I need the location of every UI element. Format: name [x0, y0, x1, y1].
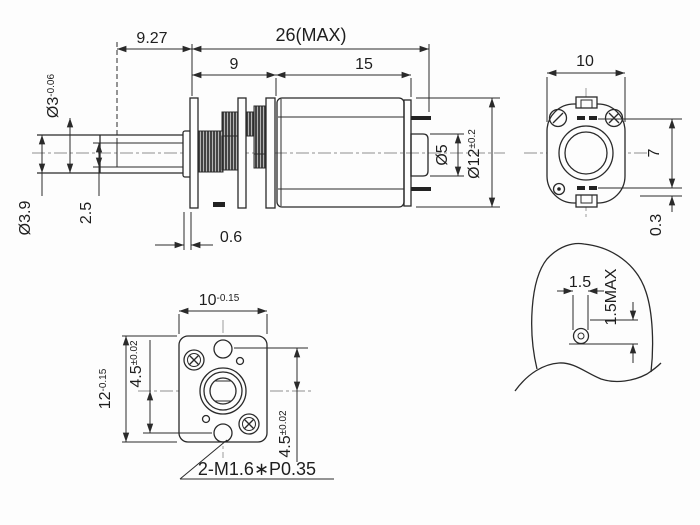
dim-hole-lower-label: 4.5±0.02 [277, 410, 294, 458]
dim-rear-width-label: 10 [576, 53, 594, 70]
dim-pin-width-label: 1.5 [569, 274, 591, 291]
dim-pin-height: 1.5MAX [590, 268, 638, 363]
dim-rear-offset-label: 0.3 [648, 214, 665, 236]
gear-right-tall [253, 105, 267, 155]
thread-note: 2-M1.6∗P0.35 [179, 439, 334, 480]
mount-hole-top [213, 339, 233, 359]
dim-mount-height-label: 12-0.15 [97, 368, 114, 409]
dim-rear-width: 10 [546, 53, 626, 122]
dim-terminal-span: 7 [598, 118, 682, 189]
rear-vent-slot [577, 116, 585, 120]
dim-body-dia: Ø12±0.2 [416, 97, 500, 208]
dim-shaft-length: 9.27 [116, 30, 193, 150]
dim-shaft-flat: 2.5 [78, 142, 103, 224]
detail-pin-hole [572, 327, 590, 345]
detail-break-line [514, 362, 662, 392]
rear-bearing-boss [558, 125, 614, 181]
dim-endcap-dia-label: Ø5 [434, 144, 451, 165]
rear-tab-bottom [575, 194, 598, 208]
thread-note-label: 2-M1.6∗P0.35 [198, 459, 316, 479]
output-shaft [37, 130, 193, 178]
dim-gearbox-length-label: 9 [230, 56, 239, 73]
rear-vent-slot [589, 186, 597, 190]
dim-shaft-length-label: 9.27 [136, 30, 167, 47]
rear-vent-slot [577, 186, 585, 190]
dim-shaft-dia-label: Ø3-0.06 [45, 73, 62, 118]
dim-mount-width: 10-0.15 [178, 292, 268, 334]
dim-pin-width: 1.5 [557, 274, 604, 330]
dim-shaft-flat-label: 2.5 [78, 202, 95, 224]
dim-motor-length-label: 15 [355, 56, 373, 73]
dim-pin-height-label: 1.5MAX [603, 268, 620, 325]
rear-view: 10 7 0.3 [524, 53, 682, 236]
dim-plate-offset: 0.6 [155, 212, 242, 250]
motor-body [276, 97, 431, 208]
side-view: 9.27 26(MAX) 9 15 Ø3-0.06 [17, 25, 505, 250]
mount-screw-bottomright [238, 413, 260, 435]
gearbox-plate-rear [265, 97, 276, 209]
terminal-bottom [411, 187, 431, 191]
mount-screw-topleft [183, 349, 205, 371]
motor-can [276, 97, 405, 208]
terminal-top [411, 116, 431, 120]
mount-plate [178, 335, 268, 443]
dim-motor-length: 15 [275, 56, 412, 97]
dim-plate-offset-label: 0.6 [220, 229, 242, 246]
mount-hole-bottom [213, 423, 233, 443]
dim-bushing-dia: Ø3.9 [17, 134, 46, 236]
gear-left-cluster [197, 130, 224, 173]
dim-mount-height: 12-0.15 [97, 335, 177, 443]
gear-center [221, 135, 239, 171]
dim-hole-upper-label: 4.5±0.02 [128, 340, 145, 388]
end-cap [410, 133, 429, 177]
dim-endcap-dia: Ø5 [430, 133, 464, 177]
mount-pin-hole-ne [235, 356, 245, 366]
mount-pin-hole-sw [201, 414, 211, 424]
rear-tab-top [575, 96, 598, 109]
rear-bearing-bore [564, 131, 608, 175]
dim-total-length: 26(MAX) [191, 25, 430, 112]
gearbox-foot [213, 202, 225, 207]
dim-total-length-label: 26(MAX) [275, 25, 346, 45]
gearbox-plate-mid [237, 97, 247, 209]
gearbox [189, 97, 276, 209]
rear-vent-slot [589, 116, 597, 120]
mount-view: 10-0.15 12-0.15 4.5±0.02 4.5±0.02 2-M1. [97, 292, 334, 480]
rear-pin-hole [552, 182, 566, 196]
dim-terminal-span-label: 7 [646, 148, 663, 157]
dim-hole-upper: 4.5±0.02 [128, 340, 212, 434]
dim-rear-offset: 0.3 [640, 195, 682, 236]
rear-screw-slotted [548, 108, 568, 128]
dim-bushing-dia-label: Ø3.9 [17, 201, 34, 236]
dim-mount-width-label: 10-0.15 [199, 292, 240, 309]
gear-right-small [253, 153, 267, 169]
rear-screw-phillips [604, 108, 624, 128]
dim-body-dia-label: Ø12±0.2 [466, 129, 483, 179]
mount-bearing-boss [199, 367, 247, 415]
gearbox-plate-front [189, 97, 199, 209]
dim-gearbox-length: 9 [191, 56, 277, 96]
detail-view: 1.5 1.5MAX [514, 242, 662, 392]
dim-hole-lower: 4.5±0.02 [234, 347, 308, 462]
dim-shaft-dia: Ø3-0.06 [45, 73, 74, 174]
detail-boundary [531, 242, 654, 373]
